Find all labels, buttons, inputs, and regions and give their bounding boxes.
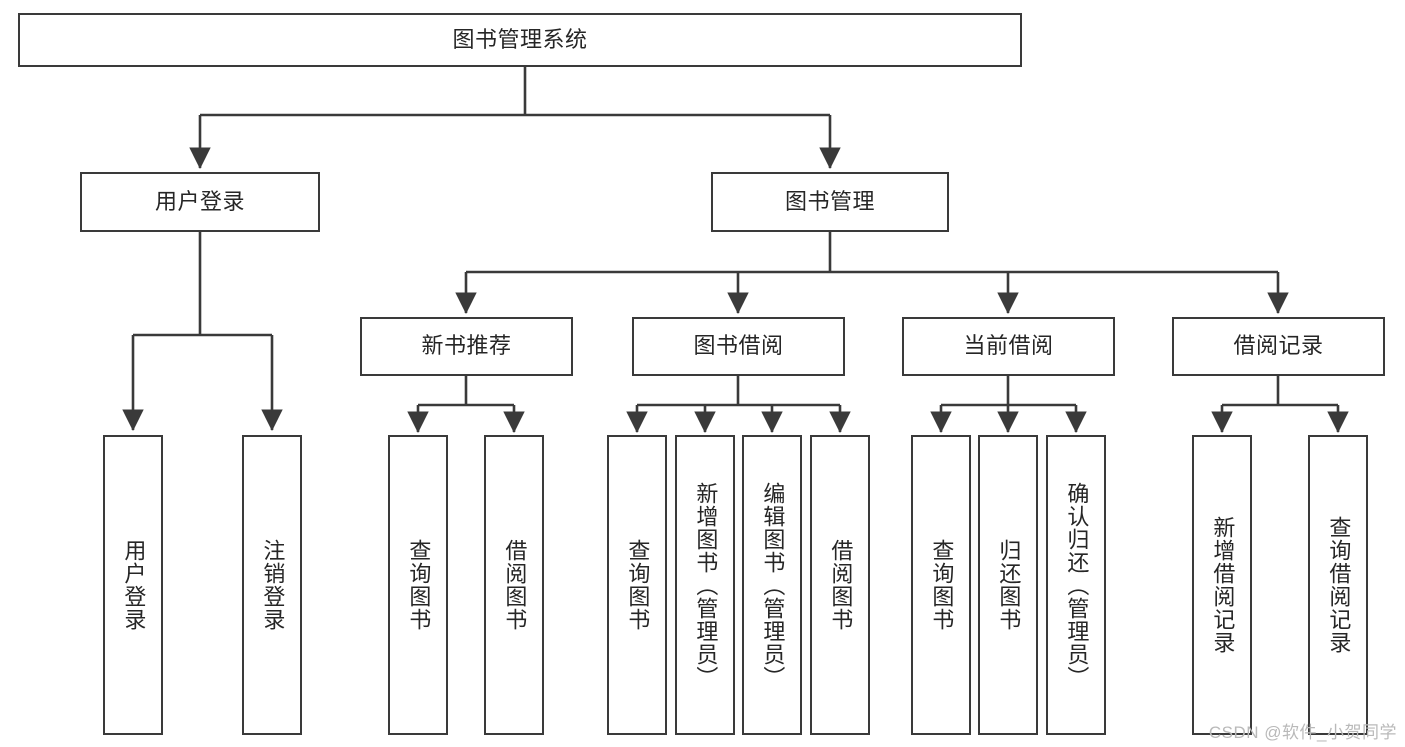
leaf-user-login-label: 用户登录	[121, 539, 147, 631]
leaf-query-book-1[interactable]: 查询图书	[388, 435, 448, 735]
leaf-return-book-label: 归还图书	[996, 539, 1022, 631]
leaf-borrow-book-1[interactable]: 借阅图书	[484, 435, 544, 735]
leaf-edit-book-admin-label: 编辑图书（管理员）	[760, 481, 786, 689]
node-new-book-recommend[interactable]: 新书推荐	[360, 317, 573, 376]
csdn-watermark: CSDN @软件_小贺同学	[1208, 723, 1397, 742]
node-book-management[interactable]: 图书管理	[711, 172, 949, 232]
node-root-label: 图书管理系统	[452, 26, 588, 52]
leaf-confirm-return-admin[interactable]: 确认归还（管理员）	[1046, 435, 1106, 735]
node-root[interactable]: 图书管理系统	[18, 13, 1022, 67]
leaf-query-book-3-label: 查询图书	[929, 539, 955, 631]
leaf-query-borrow-record-label: 查询借阅记录	[1326, 516, 1352, 654]
node-borrow-record[interactable]: 借阅记录	[1172, 317, 1385, 376]
node-current-borrow[interactable]: 当前借阅	[902, 317, 1115, 376]
node-book-borrow-label: 图书借阅	[693, 333, 784, 359]
leaf-edit-book-admin[interactable]: 编辑图书（管理员）	[742, 435, 802, 735]
leaf-borrow-book-2-label: 借阅图书	[828, 539, 854, 631]
leaf-borrow-book-2[interactable]: 借阅图书	[810, 435, 870, 735]
leaf-add-borrow-record-label: 新增借阅记录	[1210, 516, 1236, 654]
leaf-add-book-admin-label: 新增图书（管理员）	[693, 481, 719, 689]
leaf-query-book-3[interactable]: 查询图书	[911, 435, 971, 735]
node-current-borrow-label: 当前借阅	[963, 333, 1054, 359]
leaf-query-book-2[interactable]: 查询图书	[607, 435, 667, 735]
node-book-management-label: 图书管理	[784, 188, 875, 214]
leaf-add-book-admin[interactable]: 新增图书（管理员）	[675, 435, 735, 735]
leaf-add-borrow-record[interactable]: 新增借阅记录	[1192, 435, 1252, 735]
node-book-borrow[interactable]: 图书借阅	[632, 317, 845, 376]
leaf-logout-login-label: 注销登录	[260, 539, 286, 631]
leaf-borrow-book-1-label: 借阅图书	[502, 539, 528, 631]
node-borrow-record-label: 借阅记录	[1233, 333, 1324, 359]
leaf-query-book-2-label: 查询图书	[625, 539, 651, 631]
leaf-return-book[interactable]: 归还图书	[978, 435, 1038, 735]
leaf-query-book-1-label: 查询图书	[406, 539, 432, 631]
node-new-book-recommend-label: 新书推荐	[421, 333, 512, 359]
node-user-login[interactable]: 用户登录	[80, 172, 320, 232]
leaf-confirm-return-admin-label: 确认归还（管理员）	[1064, 481, 1090, 689]
leaf-query-borrow-record[interactable]: 查询借阅记录	[1308, 435, 1368, 735]
leaf-user-login[interactable]: 用户登录	[103, 435, 163, 735]
node-user-login-label: 用户登录	[154, 188, 245, 214]
leaf-logout-login[interactable]: 注销登录	[242, 435, 302, 735]
